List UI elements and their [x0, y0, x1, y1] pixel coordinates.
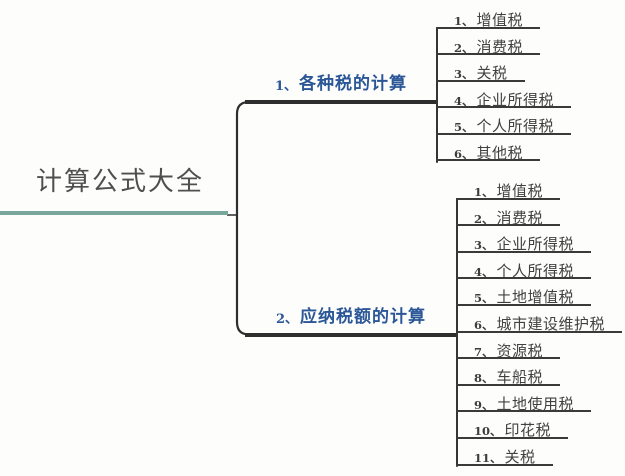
- leaf-label: 印花税: [504, 422, 552, 440]
- branch1-leaf-spine: [436, 27, 438, 163]
- leaf-node: 2、 消费税: [456, 200, 561, 227]
- leaf-label: 其他税: [476, 144, 524, 162]
- leaf-label: 土地使用税: [496, 395, 575, 413]
- leaf-label: 土地增值税: [496, 289, 575, 307]
- leaf-label: 增值税: [476, 12, 524, 29]
- leaf-number: 5、: [454, 120, 474, 134]
- leaf-number: 8、: [474, 371, 494, 386]
- leaf-node: 9、 土地使用税: [456, 386, 592, 413]
- leaf-node: 4、 个人所得税: [456, 253, 592, 280]
- root-node: 计算公式大全: [0, 158, 228, 215]
- branch-node-tax-types: 1、 各种税的计算: [245, 60, 437, 104]
- branch-number: 2、: [275, 312, 299, 327]
- leaf-node: 4、 企业所得税: [436, 82, 572, 109]
- leaf-node: 8、 车船税: [456, 359, 561, 387]
- branch2-leaf-spine: [456, 199, 458, 467]
- leaf-number: 6、: [474, 317, 494, 332]
- leaf-number: 2、: [454, 40, 474, 55]
- leaf-label: 消费税: [496, 209, 544, 227]
- leaf-label: 车船税: [496, 369, 544, 387]
- leaf-node: 6、 其他税: [436, 135, 541, 162]
- leaf-node: 3、 关税: [436, 55, 525, 82]
- leaf-label: 城市建设维护税: [496, 315, 606, 333]
- branch-label: 应纳税额的计算: [300, 307, 427, 326]
- leaf-label: 个人所得税: [476, 118, 555, 135]
- leaf-label: 个人所得税: [496, 262, 575, 280]
- leaf-node: 6、 城市建设维护税: [456, 306, 623, 333]
- leaf-number: 5、: [474, 291, 494, 306]
- leaf-node: 7、 资源税: [456, 333, 561, 360]
- leaf-node: 1、 增值税: [456, 173, 561, 200]
- leaf-number: 4、: [454, 93, 474, 108]
- leaf-number: 3、: [454, 67, 474, 81]
- leaf-node: 2、 消费税: [436, 29, 541, 56]
- leaf-number: 9、: [474, 397, 494, 412]
- branch-number: 1、: [274, 79, 298, 94]
- leaf-number: 2、: [474, 211, 494, 226]
- leaf-node: 3、 企业所得税: [456, 226, 592, 254]
- leaf-node: 1、 增值税: [436, 2, 541, 29]
- branch1-leaf-list: 1、 增值税 2、 消费税 3、 关税 4、 企业所得税 5、 个人所得税 6、…: [436, 2, 572, 162]
- leaf-node: 5、 土地增值税: [456, 279, 592, 307]
- branch2-leaf-list: 1、 增值税 2、 消费税 3、 企业所得税 4、 个人所得税 5、 土地增值税…: [456, 173, 623, 466]
- leaf-number: 1、: [454, 14, 474, 28]
- leaf-label: 增值税: [496, 183, 544, 200]
- leaf-label: 消费税: [476, 38, 524, 56]
- leaf-number: 11、: [474, 450, 502, 465]
- leaf-label: 关税: [476, 65, 508, 82]
- leaf-number: 6、: [454, 146, 474, 161]
- leaf-node: 11、 关税: [456, 439, 553, 466]
- leaf-number: 3、: [474, 238, 494, 253]
- leaf-number: 10、: [474, 424, 502, 439]
- branch-label: 各种税的计算: [299, 74, 408, 93]
- leaf-number: 1、: [474, 185, 494, 199]
- leaf-label: 企业所得税: [476, 91, 555, 109]
- leaf-node: 5、 个人所得税: [436, 108, 572, 135]
- leaf-node: 10、 印花税: [456, 412, 569, 440]
- branch-node-tax-payable: 2、 应纳税额的计算: [245, 293, 457, 337]
- leaf-label: 企业所得税: [496, 236, 575, 254]
- root-label: 计算公式大全: [35, 166, 204, 196]
- leaf-number: 4、: [474, 264, 494, 279]
- leaf-label: 资源税: [496, 342, 544, 360]
- leaf-number: 7、: [474, 344, 494, 359]
- leaf-label: 关税: [504, 448, 536, 466]
